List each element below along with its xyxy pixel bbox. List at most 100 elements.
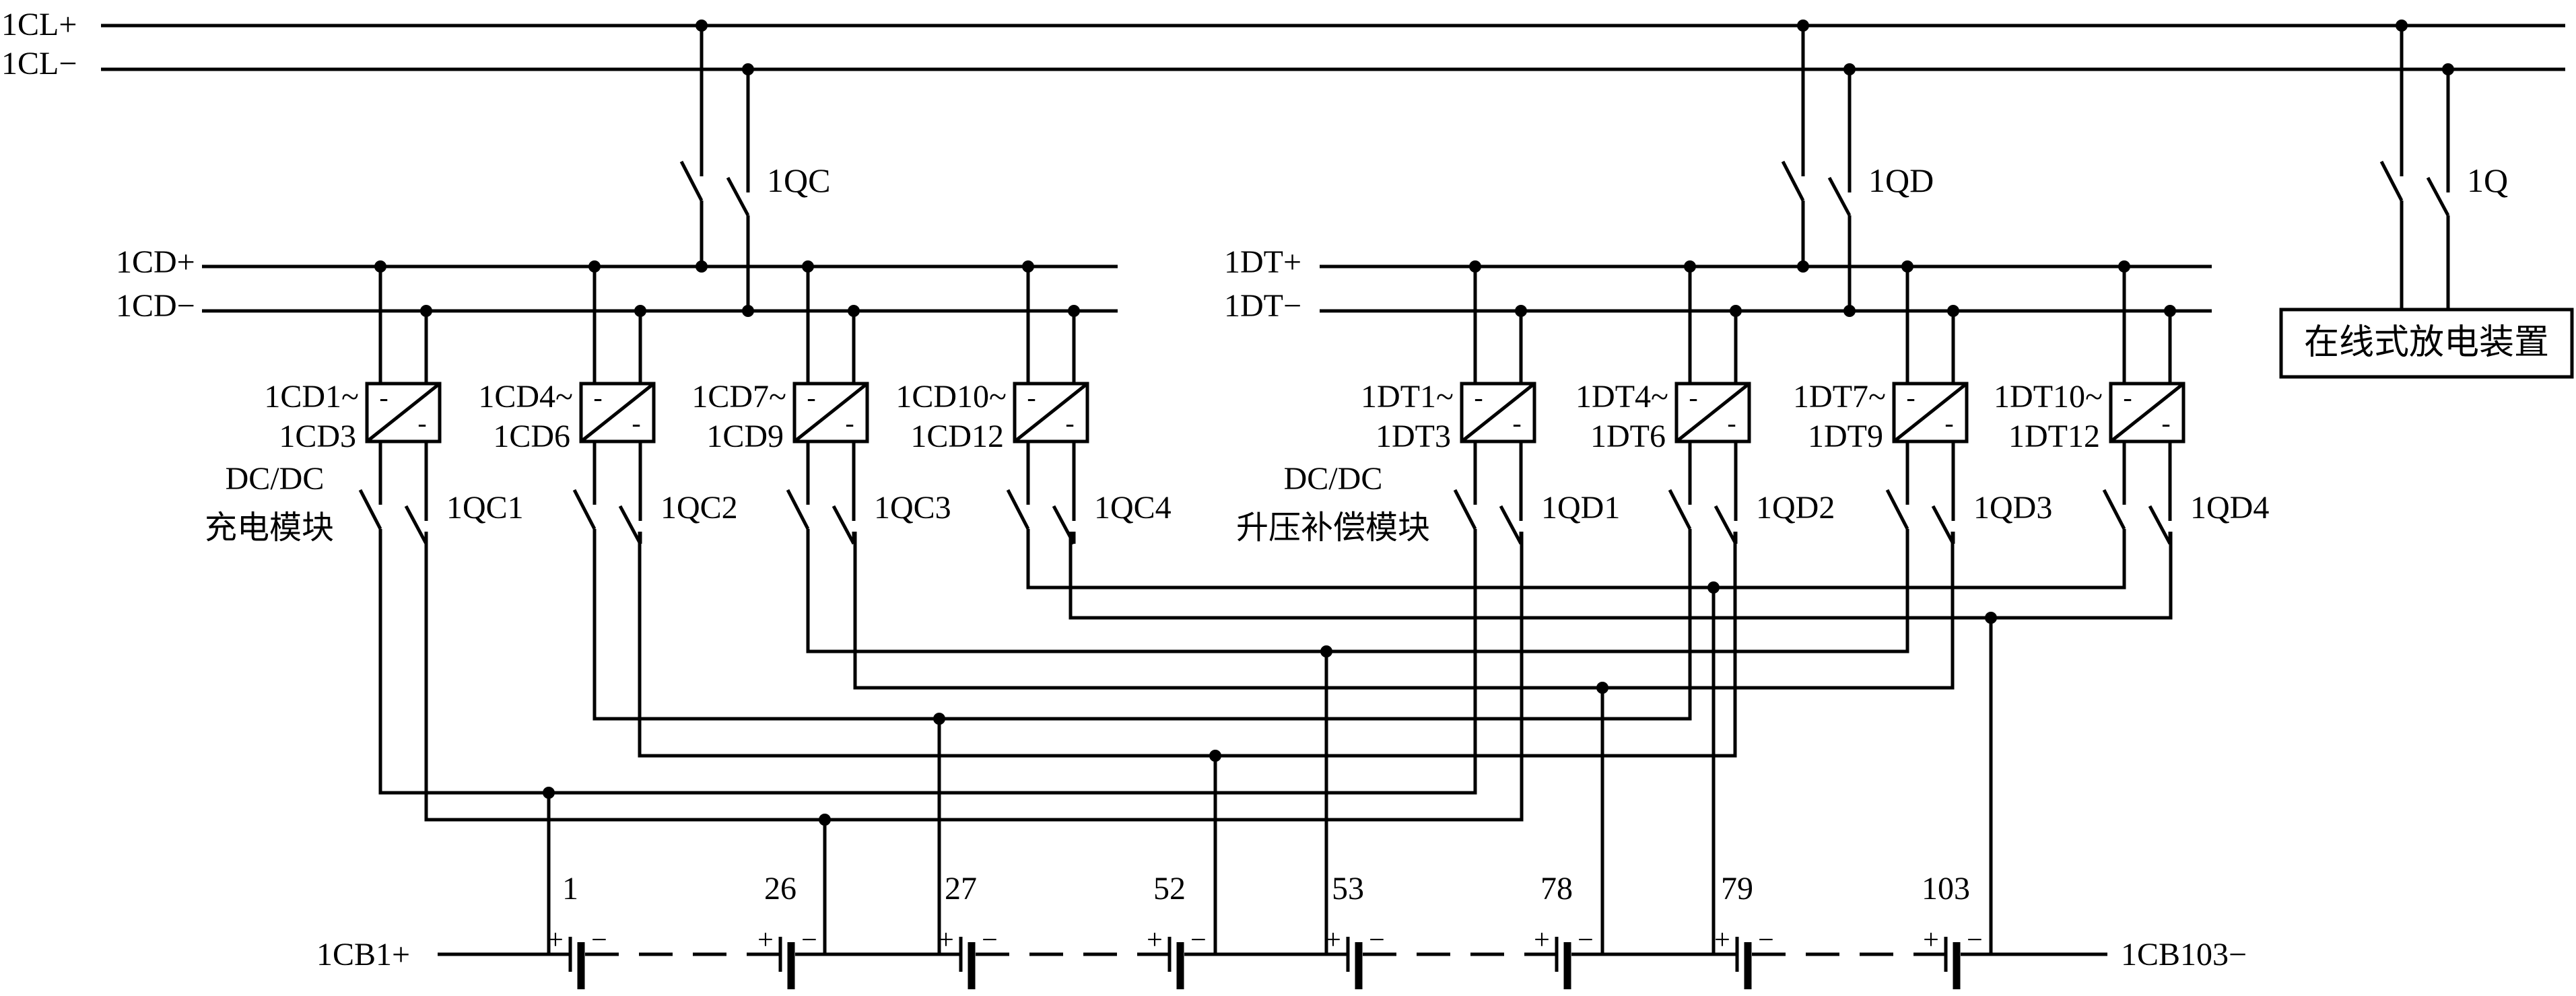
junction-dot [1843, 63, 1856, 75]
converter-input-sign: - [2123, 382, 2132, 413]
converter-output-sign: - [1065, 408, 1074, 438]
converter-output-sign: - [632, 408, 640, 438]
junction-dot [2164, 305, 2176, 317]
switch-blade [1827, 176, 1852, 217]
junction-dot [696, 20, 708, 32]
junction-dot [2442, 63, 2454, 75]
cell-number: 78 [1540, 871, 1573, 906]
switch-blade [1006, 489, 1030, 530]
junction-dot [1515, 305, 1527, 317]
boost-group-label-line2: 升压补偿模块 [1236, 510, 1430, 546]
junction-dot [1068, 305, 1080, 317]
cell-number: 26 [764, 871, 796, 906]
battery-cell-1: 1 +− [547, 871, 607, 989]
junction-dot [588, 260, 601, 273]
bus-lines [101, 24, 2565, 313]
switch-1qc-label: 1QC [767, 162, 830, 199]
charge-module-name-1: 1CD1~ [264, 379, 359, 415]
boost-module-name-1: 1DT10~ [1994, 379, 2103, 415]
cell-minus-sign: − [1369, 925, 1385, 956]
cell-number: 52 [1153, 871, 1186, 906]
boost-module-name-2: 1DT3 [1376, 419, 1451, 454]
bus-label-cl-plus: 1CL+ [1, 7, 77, 42]
charge-group-label-line2: 充电模块 [205, 510, 334, 546]
switch-blade [1453, 489, 1477, 530]
switch-blade [2102, 489, 2126, 530]
cell-number: 53 [1332, 871, 1364, 906]
boost-module-name-1: 1DT7~ [1793, 379, 1886, 415]
charge-module-name-1: 1CD4~ [478, 379, 573, 415]
battery-cell-27: 27+− [938, 871, 998, 989]
switch-blade [404, 505, 428, 545]
junction-dot [2396, 20, 2408, 32]
switch-blade [1668, 489, 1692, 530]
bus-label-cd-minus: 1CD− [116, 288, 195, 324]
cell-plus-sign: + [1714, 925, 1730, 956]
battery-cell-53: 53 +− [1325, 871, 1385, 989]
converter-input-sign: - [1474, 382, 1483, 413]
converter-diagonal [1893, 382, 1968, 443]
cell-minus-sign: − [1578, 925, 1594, 956]
converter-input-sign: - [1906, 382, 1915, 413]
switch-blade [1499, 505, 1523, 545]
battery-cell-78: 78 +− [1534, 871, 1594, 989]
switch-1qd: 1QD [1781, 20, 1934, 317]
boost-module-name-1: 1DT4~ [1575, 379, 1668, 415]
discharge-device-label: 在线式放电装置 [2304, 324, 2549, 362]
junction-dot [1947, 305, 1959, 317]
cell-minus-sign: − [591, 925, 607, 956]
charge-module-name-1: 1CD7~ [691, 379, 786, 415]
charge-module-name-2: 1CD9 [706, 419, 784, 454]
boost-module-switch-label: 1QD1 [1541, 490, 1620, 526]
converter-output-sign: - [2161, 408, 2170, 438]
switch-blade [2426, 176, 2450, 217]
converter-diagonal [1675, 382, 1751, 443]
switch-1q: 1Q [2379, 20, 2508, 310]
boost-module-switch-label: 1QD2 [1756, 490, 1835, 526]
converter-diagonal [1460, 382, 1536, 443]
charge-module-switch-label: 1QC2 [660, 490, 738, 526]
converter-diagonal [1013, 382, 1089, 443]
main-switch-branches: 1QC 1QD 1Q [679, 20, 2508, 317]
switch-1qd-label: 1QD [1868, 162, 1934, 199]
cell-number: 1 [562, 871, 578, 906]
converter-output-sign: - [845, 408, 854, 438]
converter-input-sign: - [593, 382, 602, 413]
cell-plus-sign: + [757, 925, 774, 956]
charge-module-switch-label: 1QC1 [446, 490, 524, 526]
boost-group-label-line1: DC/DC [1284, 461, 1383, 497]
cell-plus-sign: + [1923, 925, 1939, 956]
cell-plus-sign: + [1534, 925, 1550, 956]
converter-output-sign: - [1727, 408, 1736, 438]
switch-blade [1781, 160, 1805, 202]
switch-blade [1885, 489, 1909, 530]
junction-dot [742, 63, 754, 75]
bus-label-dt-minus: 1DT− [1224, 288, 1301, 324]
switch-blade [618, 505, 642, 545]
junction-dot [742, 305, 754, 317]
junction-dot [634, 305, 646, 317]
converter-output-sign: - [1512, 408, 1521, 438]
cell-plus-sign: + [547, 925, 564, 956]
converter-input-sign: - [1027, 382, 1036, 413]
cell-plus-sign: + [938, 925, 954, 956]
junction-dot [1469, 260, 1481, 273]
junction-dot [374, 260, 386, 273]
switch-blade [1931, 505, 1955, 545]
switch-blade [2148, 505, 2172, 545]
cell-plus-sign: + [1325, 925, 1341, 956]
battery-cell-52: 52+− [1147, 871, 1207, 989]
switch-1q-label: 1Q [2467, 162, 2508, 199]
cell-minus-sign: − [1190, 925, 1207, 956]
converter-output-sign: - [417, 408, 426, 438]
battery-cell-103: 103+− [1922, 871, 1983, 989]
converter-input-sign: - [379, 382, 388, 413]
switch-blade [726, 176, 750, 217]
charge-module-name-2: 1CD6 [493, 419, 570, 454]
